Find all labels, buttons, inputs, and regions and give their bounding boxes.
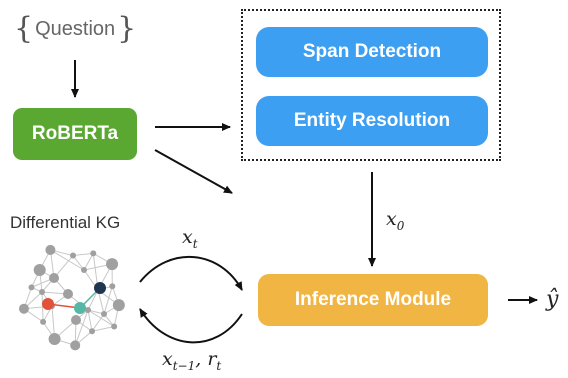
kg-node bbox=[48, 332, 61, 345]
kg-node-teal bbox=[74, 302, 86, 314]
kg-edge bbox=[103, 286, 113, 315]
arrow-inference-to-kg bbox=[139, 308, 243, 344]
kg-edge bbox=[72, 255, 85, 271]
kg-node bbox=[71, 315, 81, 325]
xt-label: xt bbox=[182, 226, 198, 251]
knowledge-graph-icon bbox=[18, 244, 125, 351]
x0-base: x bbox=[386, 208, 397, 230]
kg-node bbox=[89, 328, 96, 335]
kg-node bbox=[70, 252, 77, 259]
question-text: Question bbox=[35, 17, 116, 40]
arrow-kg-to-inference bbox=[139, 256, 243, 291]
arrow-roberta-to-inference bbox=[154, 149, 233, 194]
x0-label: x0 bbox=[386, 208, 404, 233]
prev-r-sub: t bbox=[216, 358, 222, 373]
kg-node-red bbox=[42, 298, 54, 310]
kg-node bbox=[85, 307, 91, 313]
kg-node-navy bbox=[94, 282, 106, 294]
kg-edge bbox=[97, 289, 105, 315]
kg-edge bbox=[87, 289, 99, 311]
kg-edge bbox=[74, 309, 89, 346]
entity-resolution-label: Entity Resolution bbox=[293, 110, 451, 131]
kg-node bbox=[63, 289, 73, 299]
xt-base: x bbox=[182, 226, 193, 248]
kg-node bbox=[18, 303, 29, 314]
x0-sub: 0 bbox=[396, 218, 405, 233]
span-entity-container bbox=[241, 9, 501, 161]
kg-node bbox=[81, 267, 87, 273]
prev-state-label: xt−1, rt bbox=[162, 348, 221, 373]
kg-edge bbox=[83, 253, 94, 271]
xt-sub: t bbox=[192, 236, 198, 251]
kg-node bbox=[112, 299, 125, 312]
kg-edge bbox=[91, 325, 115, 332]
prev-sep: , bbox=[195, 348, 208, 370]
kg-node bbox=[49, 273, 59, 283]
kg-node bbox=[90, 250, 97, 257]
kg-node bbox=[45, 244, 56, 255]
inference-module-box: Inference Module bbox=[258, 274, 488, 326]
kg-node bbox=[106, 258, 119, 271]
kg-edge bbox=[72, 252, 94, 257]
question-label: { Question } bbox=[14, 14, 136, 44]
inference-module-label: Inference Module bbox=[294, 289, 452, 310]
differential-kg-label: Differential KG bbox=[10, 213, 121, 232]
right-brace: } bbox=[117, 11, 137, 46]
kg-node bbox=[39, 289, 45, 295]
left-brace: { bbox=[14, 11, 34, 46]
kg-edge bbox=[91, 313, 105, 332]
kg-node bbox=[111, 323, 118, 330]
prev-x: x bbox=[162, 348, 173, 370]
kg-edge bbox=[50, 249, 85, 271]
roberta-box: RoBERTa bbox=[13, 108, 137, 160]
kg-node bbox=[33, 263, 46, 276]
entity-resolution-box: Entity Resolution bbox=[256, 96, 488, 146]
kg-node bbox=[109, 283, 116, 290]
span-detection-box: Span Detection bbox=[256, 27, 488, 77]
prev-r: r bbox=[207, 348, 217, 370]
prev-x-sub: t−1 bbox=[172, 358, 196, 373]
output-yhat-label: ŷ bbox=[546, 287, 559, 312]
kg-node bbox=[70, 340, 81, 351]
kg-node bbox=[28, 284, 35, 291]
kg-node bbox=[101, 311, 107, 317]
kg-node bbox=[40, 318, 47, 325]
kg-edge bbox=[87, 309, 93, 332]
span-detection-label: Span Detection bbox=[302, 41, 442, 62]
roberta-label: RoBERTa bbox=[31, 123, 119, 144]
